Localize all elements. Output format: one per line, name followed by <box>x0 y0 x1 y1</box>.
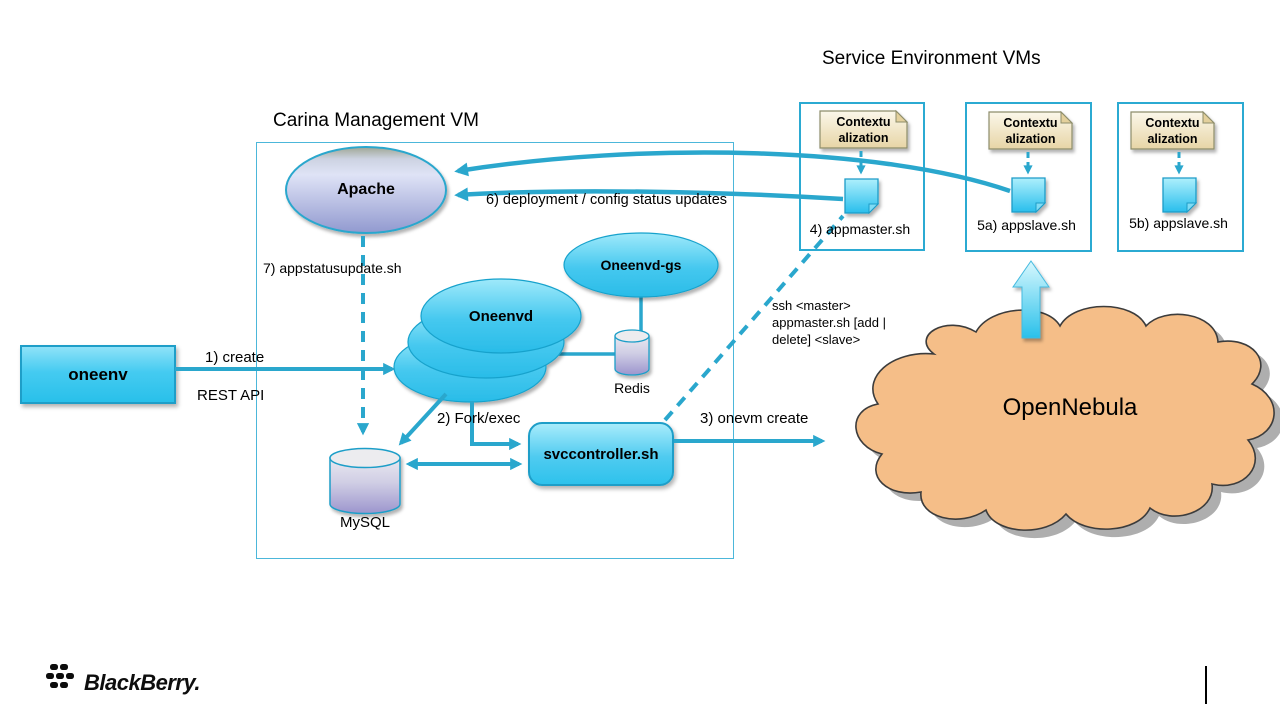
deploy-updates-label: 6) deployment / config status updates <box>486 192 728 208</box>
contextualization-box-2 <box>988 110 1074 150</box>
script-doc-icon-2 <box>1011 177 1047 214</box>
mysql-label: MySQL <box>339 514 390 531</box>
block-arrow-up <box>1012 260 1050 339</box>
cloud-body <box>855 305 1275 531</box>
opennebula-label: OpenNebula <box>1002 394 1138 421</box>
carina-vm-title: Carina Management VM <box>273 110 479 131</box>
oneenv-node: oneenv <box>20 345 176 404</box>
rest-api-label: REST API <box>197 387 265 404</box>
redis-cylinder <box>614 329 650 376</box>
script-doc-icon-1 <box>844 178 880 215</box>
redis-label: Redis <box>614 380 650 396</box>
arrow-status-from-appslave <box>454 150 1011 194</box>
dashed-ssh-line <box>663 214 845 422</box>
oneenvd-label: Oneenvd <box>468 308 534 325</box>
svccontroller-label: svccontroller.sh <box>543 445 659 463</box>
oneenvd-gs-node <box>563 232 719 298</box>
appslave-a-label: 5a) appslave.sh <box>977 217 1076 233</box>
arrow-oneenvd-mysql <box>398 392 448 446</box>
svccontroller-node: svccontroller.sh <box>528 422 674 486</box>
blackberry-logo <box>46 664 78 695</box>
service-env-title: Service Environment VMs <box>822 48 1041 69</box>
ssh-command-label: ssh <master> appmaster.sh [add | delete]… <box>772 298 886 347</box>
oneenvd-node <box>393 278 582 403</box>
appslave-b-label: 5b) appslave.sh <box>1129 215 1228 231</box>
create-label: 1) create <box>205 349 265 366</box>
appstatusupdate-label: 7) appstatusupdate.sh <box>263 260 402 276</box>
fork-exec-label: 2) Fork/exec <box>437 410 521 427</box>
apache-label: Apache <box>337 181 395 198</box>
arrow-fork-elbow <box>470 401 522 451</box>
onevm-create-label: 3) onevm create <box>700 410 809 427</box>
oneenvd-gs-label: Oneenvd-gs <box>600 257 682 273</box>
arrow-status-from-appmaster <box>454 187 844 202</box>
blackberry-icon <box>46 664 74 688</box>
carina-vm-box <box>256 142 734 559</box>
text-cursor <box>1205 666 1207 704</box>
opennebula-cloud <box>855 305 1280 539</box>
contextualization-box-3 <box>1130 110 1216 150</box>
script-doc-icon-3 <box>1162 177 1198 214</box>
oneenv-label: oneenv <box>68 364 128 384</box>
apache-node <box>285 146 447 234</box>
mysql-cylinder <box>329 447 401 515</box>
brand-text: BlackBerry. <box>84 670 200 695</box>
contextualization-box-1 <box>819 109 909 149</box>
appmaster-label: 4) appmaster.sh <box>809 221 911 237</box>
